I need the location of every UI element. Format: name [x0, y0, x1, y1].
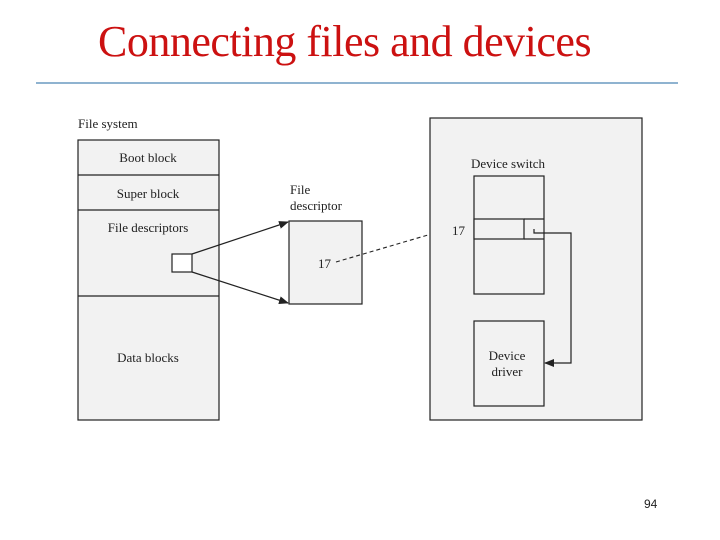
- file-system-box: [77, 139, 220, 421]
- page-number: 94: [644, 497, 658, 511]
- switch-entry: 17: [452, 223, 466, 238]
- file-descriptor-label-line1: File: [290, 182, 310, 197]
- data-blocks-label: Data blocks: [117, 350, 179, 365]
- switch-entry-cell: [473, 218, 525, 240]
- expand-line-bottom: [191, 271, 289, 305]
- descriptor-entry: 17: [318, 256, 332, 271]
- file-system-label: File system: [78, 116, 138, 131]
- boot-block-label: Boot block: [119, 150, 177, 165]
- device-pointer-arrow: [335, 228, 446, 263]
- device-switch-label: Device switch: [471, 156, 546, 171]
- file-descriptors-label: File descriptors: [108, 220, 189, 235]
- title-divider: [36, 82, 678, 84]
- file-descriptor-label-line2: descriptor: [290, 198, 343, 213]
- switch-to-driver-connector: [533, 229, 572, 367]
- slide-title: Connecting files and devices: [98, 17, 592, 66]
- device-driver-box: [473, 320, 545, 407]
- descriptor-slot: [171, 253, 193, 273]
- device-driver-label-line1: Device: [489, 348, 526, 363]
- super-block-label: Super block: [117, 186, 180, 201]
- expand-line-top: [191, 221, 289, 255]
- device-driver-label-line2: driver: [491, 364, 523, 379]
- file-descriptor-box: [288, 220, 363, 305]
